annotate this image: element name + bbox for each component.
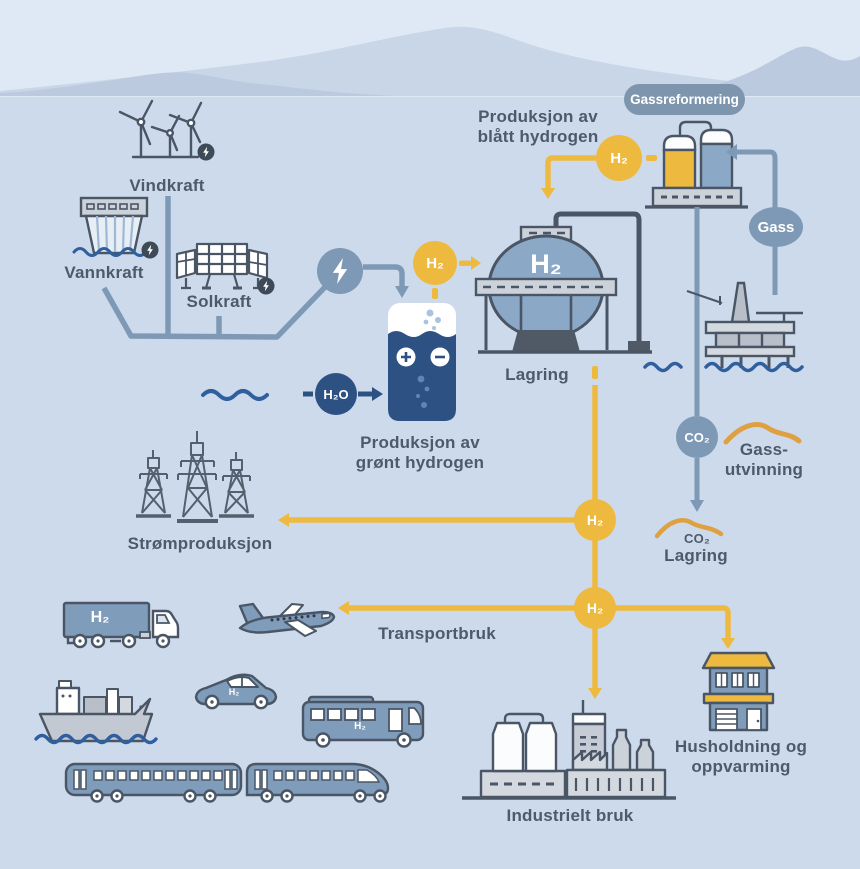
water-waves xyxy=(201,389,269,401)
solar-label: Solkraft xyxy=(186,292,252,311)
h2-storage-tank-icon xyxy=(474,211,652,354)
co2-storage-formula: CO₂ xyxy=(684,531,710,546)
gas-extraction-dome xyxy=(723,422,802,445)
blue-h2-arrow xyxy=(541,155,657,199)
storage-label: Lagring xyxy=(505,365,569,384)
gas-badge: Gass xyxy=(749,207,803,247)
gas-reformer-icon xyxy=(645,120,748,209)
co2-storage-label: Lagring xyxy=(664,546,728,565)
h2-bus-icon xyxy=(301,695,425,748)
electrolyzer-icon xyxy=(388,303,456,421)
offshore-platform-icon xyxy=(686,281,803,368)
truck-h2-text: H₂ xyxy=(90,609,110,626)
mountains-background xyxy=(0,0,860,97)
power-pylons-icon xyxy=(136,431,254,523)
train-icon xyxy=(64,762,390,803)
h2-truck-icon xyxy=(62,601,180,649)
house-icon xyxy=(701,651,776,732)
co2-badge: CO₂ xyxy=(676,416,718,458)
wind-turbines-icon xyxy=(118,99,215,161)
transport-label: Transportbruk xyxy=(378,624,496,643)
solar-panels-icon xyxy=(175,242,275,295)
gas-line xyxy=(726,144,778,295)
household-label: Husholdning og oppvarming xyxy=(674,737,808,776)
cargo-ship-icon xyxy=(34,680,158,745)
blue-hydrogen-label: Produksjon av blått hydrogen xyxy=(477,107,599,146)
green-h2-arrow xyxy=(432,256,481,299)
gas-reforming-badge: Gassreformering xyxy=(624,84,745,115)
h2-badge-green-production: H₂ xyxy=(413,241,457,285)
hydro-dam-icon xyxy=(72,196,159,259)
tank-h2-text: H₂ xyxy=(530,249,562,279)
h2-badge-power: H₂ xyxy=(574,499,616,541)
green-hydrogen-label: Produksjon av grønt hydrogen xyxy=(355,433,485,472)
h2-car-icon xyxy=(194,673,278,710)
bus-h2-text: H₂ xyxy=(354,721,366,732)
co2-storage-dome xyxy=(654,518,724,539)
hydro-label: Vannkraft xyxy=(64,263,144,282)
power-lines xyxy=(101,196,405,340)
lightning-icon xyxy=(317,248,363,294)
h2o-badge: H₂O xyxy=(315,373,357,415)
wind-label: Vindkraft xyxy=(129,176,205,195)
gas-extraction-label: Gass- utvinning xyxy=(724,440,804,479)
h2-badge-blue-production: H₂ xyxy=(596,135,642,181)
sea-waves xyxy=(643,361,804,373)
factory-icon xyxy=(462,700,676,800)
airplane-icon xyxy=(238,602,336,637)
industry-label: Industrielt bruk xyxy=(506,806,634,825)
power-production-label: Strømproduksjon xyxy=(127,534,273,553)
h2-badge-transport: H₂ xyxy=(574,587,616,629)
car-h2-text: H₂ xyxy=(228,687,240,697)
